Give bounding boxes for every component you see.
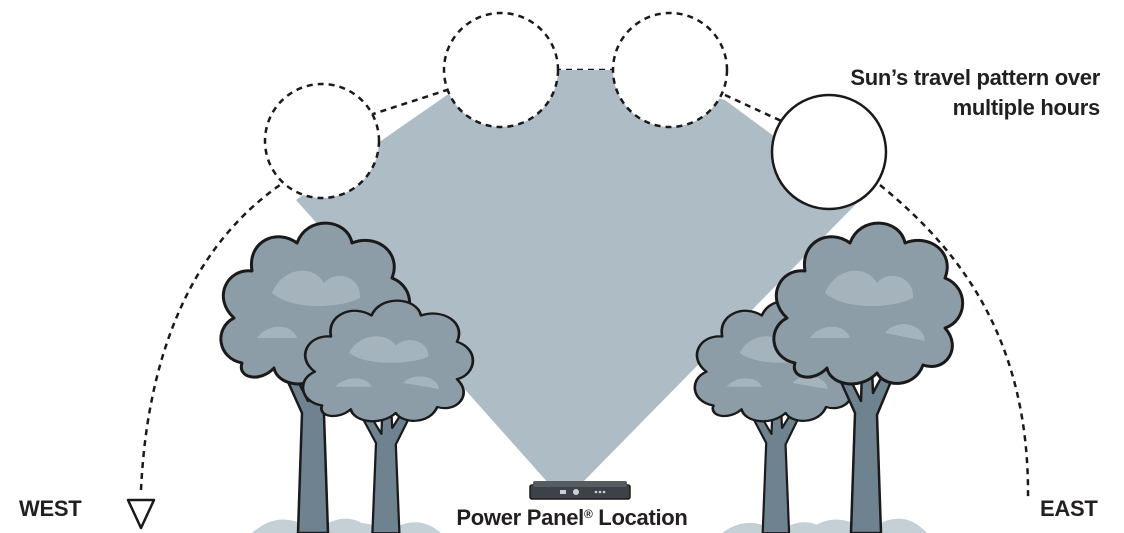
registered-mark: ® [584,507,593,521]
sun-travel-caption: Sun’s travel pattern over multiple hours [800,63,1100,123]
arrowhead-down-icon [128,500,154,528]
panel-label-suffix: Location [593,505,688,530]
power-panel-device-icon [530,481,630,499]
sun-caption-line1: Sun’s travel pattern over [800,63,1100,93]
sun-caption-line2: multiple hours [800,93,1100,123]
power-panel-location-label: Power Panel® Location [422,505,722,531]
sun-circle-icon [613,13,727,127]
sun-circle-icon [444,13,558,127]
sun-circle-icon [265,84,379,198]
panel-label-main: Power Panel [456,505,584,530]
tree-icon [303,301,473,533]
east-label: EAST [1040,496,1097,522]
west-label: WEST [19,496,81,522]
